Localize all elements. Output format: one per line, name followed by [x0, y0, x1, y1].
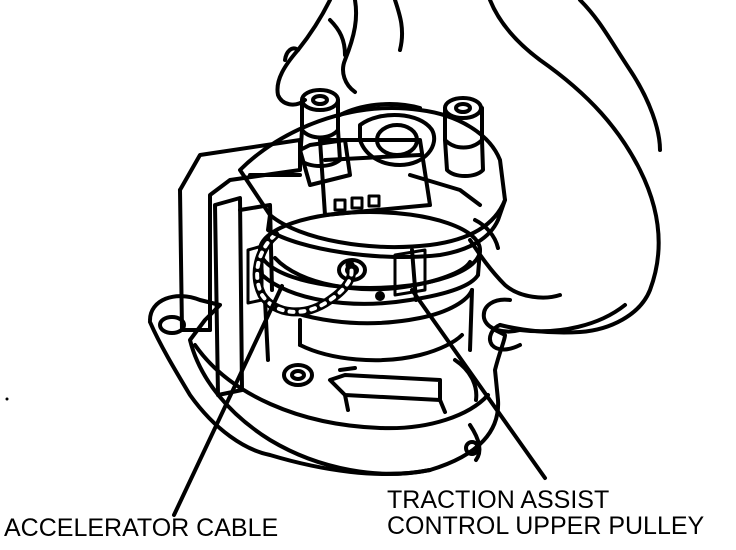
top-actuator: [238, 102, 507, 259]
right-post: [443, 96, 485, 178]
traction-assist-label-line1: TRACTION ASSIST: [387, 486, 610, 514]
leader-lines: [172, 284, 547, 517]
accelerator-cable-leader: [172, 284, 284, 517]
accelerator-cable-coil: [252, 230, 357, 317]
right-hand: [468, 0, 662, 352]
pulley-drum: [258, 210, 482, 306]
traction-pulley-leader: [410, 288, 547, 480]
accelerator-cable-label: ACCELERATOR CABLE: [4, 514, 279, 542]
traction-assist-label-line2: CONTROL UPPER PULLEY: [387, 512, 705, 540]
support-bracket: [178, 138, 302, 397]
left-hand: [275, 0, 405, 107]
base-housing: [148, 294, 507, 476]
